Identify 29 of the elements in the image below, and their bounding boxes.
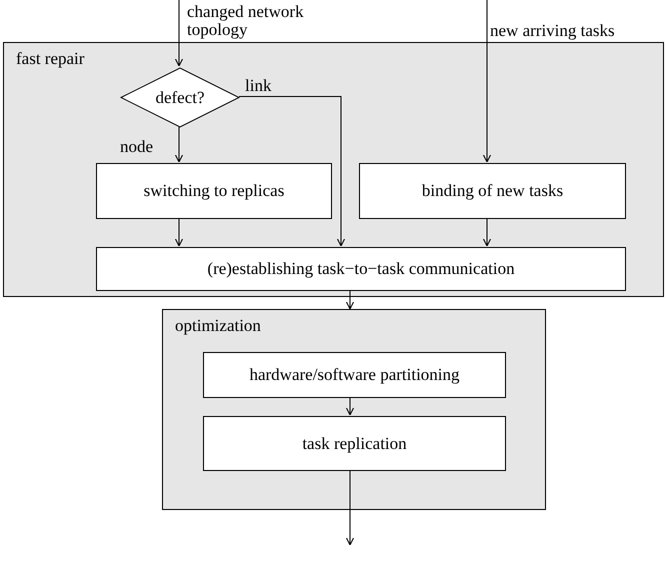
edge-label: node xyxy=(120,138,154,156)
edge-label: new arriving tasks xyxy=(490,22,615,40)
group-panel xyxy=(3,42,664,297)
edge-label: link xyxy=(245,77,272,95)
node-label: (re)establishing task−to−task communication xyxy=(207,259,515,279)
process-box xyxy=(203,416,506,471)
arrow xyxy=(174,126,184,163)
node-label: switching to replicas xyxy=(144,181,284,201)
arrow xyxy=(482,218,492,247)
node-label: defect? xyxy=(155,88,205,108)
node-label: task replication xyxy=(302,434,407,454)
edge-label: changed network topology xyxy=(187,3,305,39)
arrow xyxy=(174,0,184,67)
arrow xyxy=(346,396,354,416)
node-label: hardware/software partitioning xyxy=(249,365,460,385)
arrow xyxy=(346,290,354,310)
process-box xyxy=(96,163,332,219)
process-box xyxy=(203,352,506,398)
node-label: optimization xyxy=(175,316,261,336)
node-label: binding of new tasks xyxy=(422,181,564,201)
process-box xyxy=(359,163,626,219)
group-panel xyxy=(162,309,546,510)
arrow xyxy=(482,0,492,163)
node-label: fast repair xyxy=(16,49,84,69)
process-box xyxy=(96,247,626,291)
arrow xyxy=(238,96,346,247)
arrow xyxy=(346,470,354,546)
decision-diamond xyxy=(120,67,240,128)
arrow xyxy=(174,218,184,247)
